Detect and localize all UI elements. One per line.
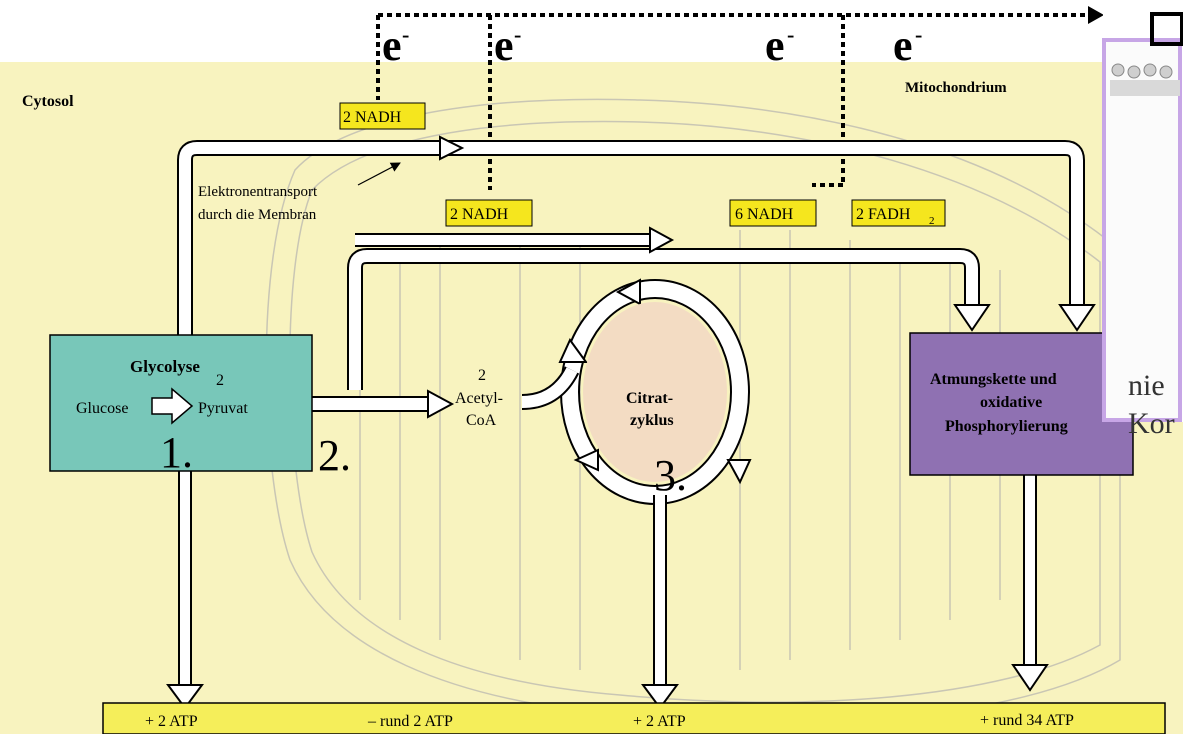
acetyl-line2: CoA xyxy=(466,412,497,429)
membrane-inset: nie Kor xyxy=(1102,0,1183,440)
citrate-line2: zyklus xyxy=(630,412,674,429)
inset-text-2: Kor xyxy=(1128,407,1175,440)
resp-chain-box xyxy=(909,332,1134,476)
acetyl-line1: Acetyl- xyxy=(455,390,503,407)
annotation-line2: durch die Membran xyxy=(198,207,317,223)
svg-text:6 NADH: 6 NADH xyxy=(735,206,794,223)
annotation-line1: Elektronentransport xyxy=(198,184,318,200)
carrier-nadh-pyruvate: 2 NADH xyxy=(445,199,533,227)
electron-2: e xyxy=(494,21,514,70)
electron-2-sup: - xyxy=(514,22,521,47)
resp-line2: oxidative xyxy=(980,394,1042,411)
electron-3: e xyxy=(765,21,785,70)
svg-text:2: 2 xyxy=(929,215,935,227)
pyruvate-label: Pyruvat xyxy=(198,400,248,417)
electron-3-sup: - xyxy=(787,22,794,47)
svg-text:2 FADH: 2 FADH xyxy=(856,206,911,223)
pyruvate-count: 2 xyxy=(216,372,224,389)
carrier-nadh-glycolysis: 2 NADH xyxy=(339,102,426,130)
mitochondrion-label: Mitochondrium xyxy=(905,80,1007,96)
electron-1-sup: - xyxy=(402,22,409,47)
electron-1: e xyxy=(382,21,402,70)
carrier-fadh2: 2 FADH 2 xyxy=(851,199,946,227)
flow-pipes xyxy=(177,140,1085,685)
step-3-label: 3. xyxy=(654,451,687,500)
atp-resp: + rund 34 ATP xyxy=(980,712,1074,729)
resp-line3: Phosphorylierung xyxy=(945,418,1068,435)
electron-4: e xyxy=(893,21,913,70)
citrate-cycle-fill xyxy=(583,302,727,482)
electron-path xyxy=(376,13,1100,190)
membrane-sketch xyxy=(1110,63,1180,96)
acetyl-count: 2 xyxy=(478,367,486,384)
resp-line1: Atmungskette und xyxy=(930,371,1057,388)
step-1-label: 1. xyxy=(160,428,193,477)
svg-text:2 NADH: 2 NADH xyxy=(450,206,509,223)
citrate-line1: Citrat- xyxy=(626,390,673,407)
atp-glycolysis: + 2 ATP xyxy=(145,713,198,730)
electron-symbols: e - e - e - e - e xyxy=(382,1,1122,70)
atp-citrate: + 2 ATP xyxy=(633,713,686,730)
flow-arrowheads xyxy=(166,135,1096,710)
inset-box-icon xyxy=(1150,12,1183,46)
inset-text-1: nie xyxy=(1128,369,1165,402)
glycolysis-title: Glycolyse xyxy=(130,357,200,376)
atp-bar xyxy=(102,702,1166,734)
glucose-to-pyruvate-arrow xyxy=(151,387,194,425)
electron-path-arrowhead xyxy=(1088,6,1104,24)
carrier-nadh-citrate: 6 NADH xyxy=(729,199,817,227)
atp-transport: – rund 2 ATP xyxy=(367,713,453,730)
svg-text:2 NADH: 2 NADH xyxy=(343,109,402,126)
cytosol-label: Cytosol xyxy=(22,93,74,110)
step-2-label: 2. xyxy=(318,431,351,480)
annotation-pointer xyxy=(357,162,401,186)
glucose-label: Glucose xyxy=(76,400,128,417)
electron-4-sup: - xyxy=(915,22,922,47)
